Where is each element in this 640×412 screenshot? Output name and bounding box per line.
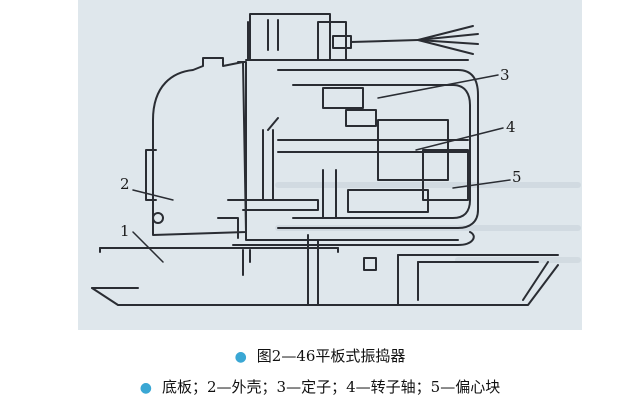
base-plate <box>91 247 559 306</box>
callout-3: 3 <box>500 66 510 84</box>
support <box>242 234 377 306</box>
rotor-chamber <box>277 69 479 229</box>
outer-housing <box>145 13 479 246</box>
figure-legend: ● 底板；2—外壳；3—定子；4—转子轴；5—偏心块 <box>0 376 640 397</box>
figure-title: ● 图2—46平板式振捣器 <box>0 345 640 366</box>
vibrator-drawing <box>91 13 581 306</box>
inner-frame <box>217 117 319 263</box>
bullet-icon: ● <box>139 380 153 396</box>
callout-5: 5 <box>512 168 522 186</box>
callout-2: 2 <box>120 175 130 193</box>
vibrator-figure: 1 2 3 4 5 <box>78 0 582 330</box>
leader-lines <box>132 74 511 263</box>
bullet-icon: ● <box>234 349 247 365</box>
callout-1: 1 <box>120 222 130 240</box>
figure-legend-text: 底板；2—外壳；3—定子；4—转子轴；5—偏心块 <box>162 378 501 396</box>
figure-title-text: 图2—46平板式振捣器 <box>256 347 406 365</box>
callout-4: 4 <box>506 118 516 136</box>
